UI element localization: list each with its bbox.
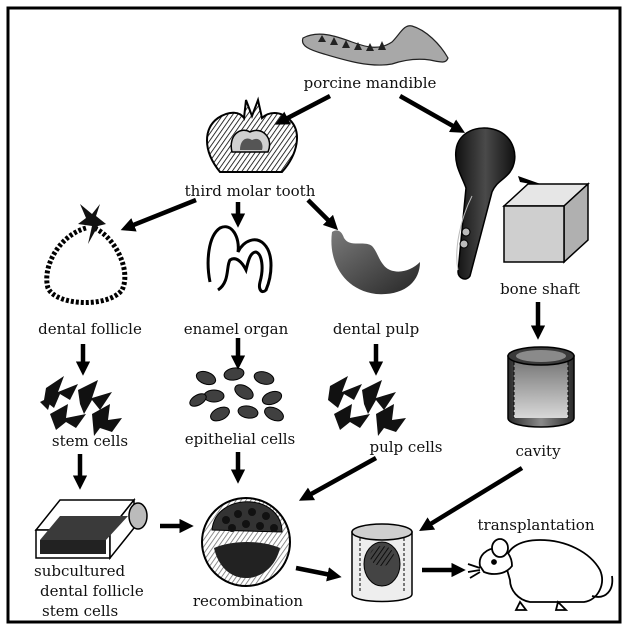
implant-cylinder-icon	[352, 524, 412, 602]
label-third-molar-tooth: third molar tooth	[185, 182, 316, 200]
label-cavity: cavity	[515, 442, 561, 460]
label-epithelial-cells: epithelial cells	[185, 430, 296, 448]
label-bone-shaft: bone shaft	[500, 280, 580, 298]
label-recombination: recombination	[193, 592, 304, 610]
bone-cavity-cylinder-icon	[508, 347, 574, 427]
label-stem-cells: stem cells	[52, 432, 128, 450]
recombination-ball-icon	[202, 498, 290, 586]
label-enamel-organ: enamel organ	[184, 320, 289, 338]
label-subcultured-line2: dental follicle	[40, 582, 144, 600]
label-porcine-mandible: porcine mandible	[304, 74, 437, 92]
label-subcultured-line3: stem cells	[42, 602, 118, 620]
label-subcultured-line1: subcultured	[34, 562, 126, 580]
label-transplantation: transplantation	[478, 516, 595, 534]
label-pulp-cells: pulp cells	[369, 438, 442, 456]
bone-shaft-cube-icon	[504, 184, 588, 262]
label-dental-follicle: dental follicle	[38, 320, 142, 338]
label-dental-pulp: dental pulp	[333, 320, 419, 338]
